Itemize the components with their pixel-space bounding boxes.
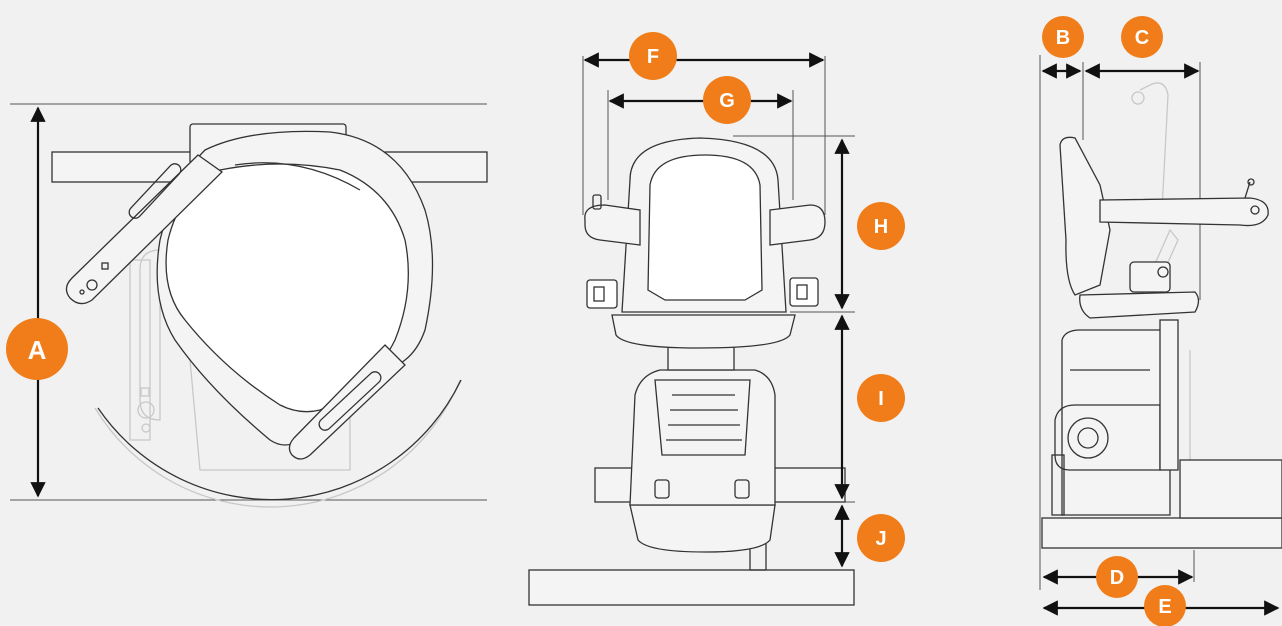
side-armrest bbox=[1099, 197, 1269, 227]
badge-e: E bbox=[1144, 585, 1186, 626]
floor-plate bbox=[528, 569, 855, 606]
badge-f: F bbox=[629, 32, 677, 80]
badge-h: H bbox=[857, 202, 905, 250]
badge-i: I bbox=[857, 374, 905, 422]
badge-i-label: I bbox=[878, 388, 884, 410]
badge-a-label: A bbox=[28, 335, 47, 365]
side-view bbox=[1039, 55, 1282, 590]
swivel-arc-outer bbox=[94, 379, 461, 508]
armrest-front-right bbox=[769, 204, 826, 246]
badge-j-label: J bbox=[875, 528, 886, 550]
badge-d-label: D bbox=[1110, 567, 1124, 589]
badge-e-label: E bbox=[1158, 596, 1171, 618]
badge-h-label: H bbox=[874, 216, 888, 238]
badge-b-label: B bbox=[1056, 27, 1070, 49]
front-view bbox=[528, 56, 855, 606]
carriage-body bbox=[629, 369, 776, 506]
armrest-left bbox=[65, 154, 224, 305]
badge-a: A bbox=[6, 318, 68, 380]
badge-d: D bbox=[1096, 556, 1138, 598]
armrest-right bbox=[288, 344, 406, 460]
footrest bbox=[629, 504, 776, 553]
seat-front bbox=[611, 314, 796, 349]
side-rail bbox=[1041, 517, 1282, 549]
side-seat bbox=[1079, 291, 1200, 319]
badge-b: B bbox=[1042, 16, 1084, 58]
badge-c: C bbox=[1121, 16, 1163, 58]
swivel-arc bbox=[97, 379, 462, 501]
badge-g-label: G bbox=[719, 90, 735, 112]
badge-c-label: C bbox=[1135, 27, 1149, 49]
badge-g: G bbox=[703, 76, 751, 124]
side-backrest bbox=[1059, 136, 1111, 296]
top-view bbox=[10, 103, 488, 508]
badge-f-label: F bbox=[647, 46, 659, 68]
armrest-front-left bbox=[584, 204, 641, 246]
badge-j: J bbox=[857, 514, 905, 562]
